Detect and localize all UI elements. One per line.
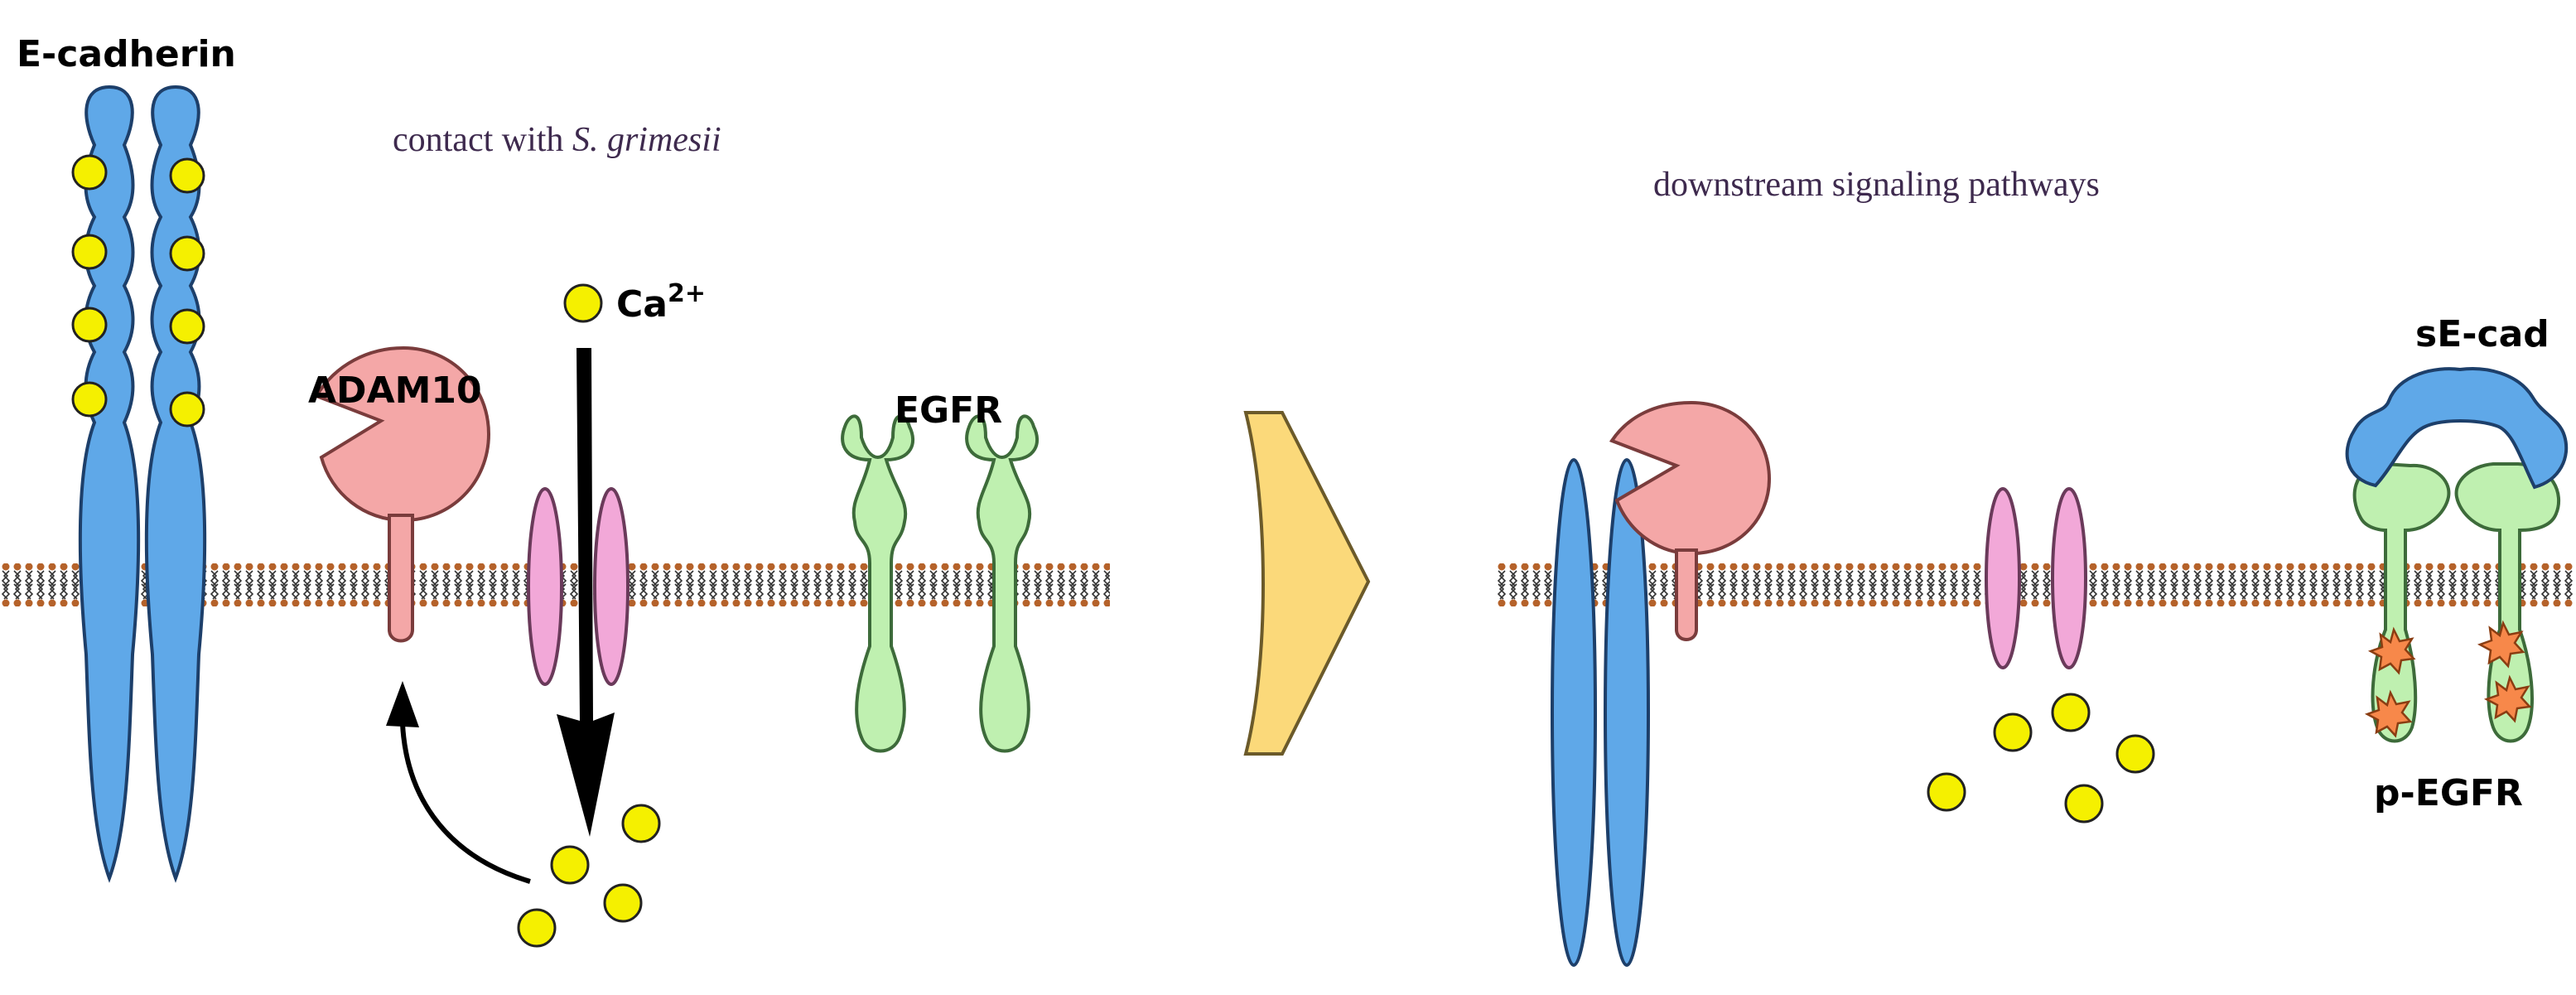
intracellular-calcium xyxy=(517,804,661,948)
membrane-right xyxy=(1498,563,2576,606)
p-egfr-dimer xyxy=(2352,461,2561,743)
ecadherin-label: E-cadherin xyxy=(17,33,236,75)
calcium-channel-right xyxy=(1985,487,2087,669)
soluble-ecadherin xyxy=(2345,367,2569,490)
egfr-label: EGFR xyxy=(895,389,1002,432)
adam10-activation-arrow xyxy=(386,681,531,884)
intracellular-calcium-right xyxy=(1927,693,2155,824)
adam10-label: ADAM10 xyxy=(308,370,482,412)
ecadherin-left xyxy=(78,85,207,883)
downstream-caption: downstream signaling pathways xyxy=(1653,166,2100,204)
adam10-protein xyxy=(314,345,491,643)
calcium-ion-legend: Ca2+ xyxy=(563,279,706,326)
egfr-receptors-left xyxy=(841,414,1039,753)
ecadherin-calcium-sites xyxy=(71,154,205,427)
calcium-influx-arrow xyxy=(557,348,615,837)
adam10-protein-right xyxy=(1609,400,1772,641)
transition-arrow xyxy=(1243,411,1371,756)
phosphorylation-sites xyxy=(2364,620,2532,738)
calcium-channel-left xyxy=(527,487,630,686)
svg-text:Ca2+: Ca2+ xyxy=(616,279,706,326)
contact-caption: contact with S. grimesii xyxy=(393,121,721,159)
ecadherin-cleaved xyxy=(1551,458,1650,967)
pegfr-label: p-EGFR xyxy=(2374,772,2523,814)
secad-label: sE-cad xyxy=(2415,313,2549,355)
